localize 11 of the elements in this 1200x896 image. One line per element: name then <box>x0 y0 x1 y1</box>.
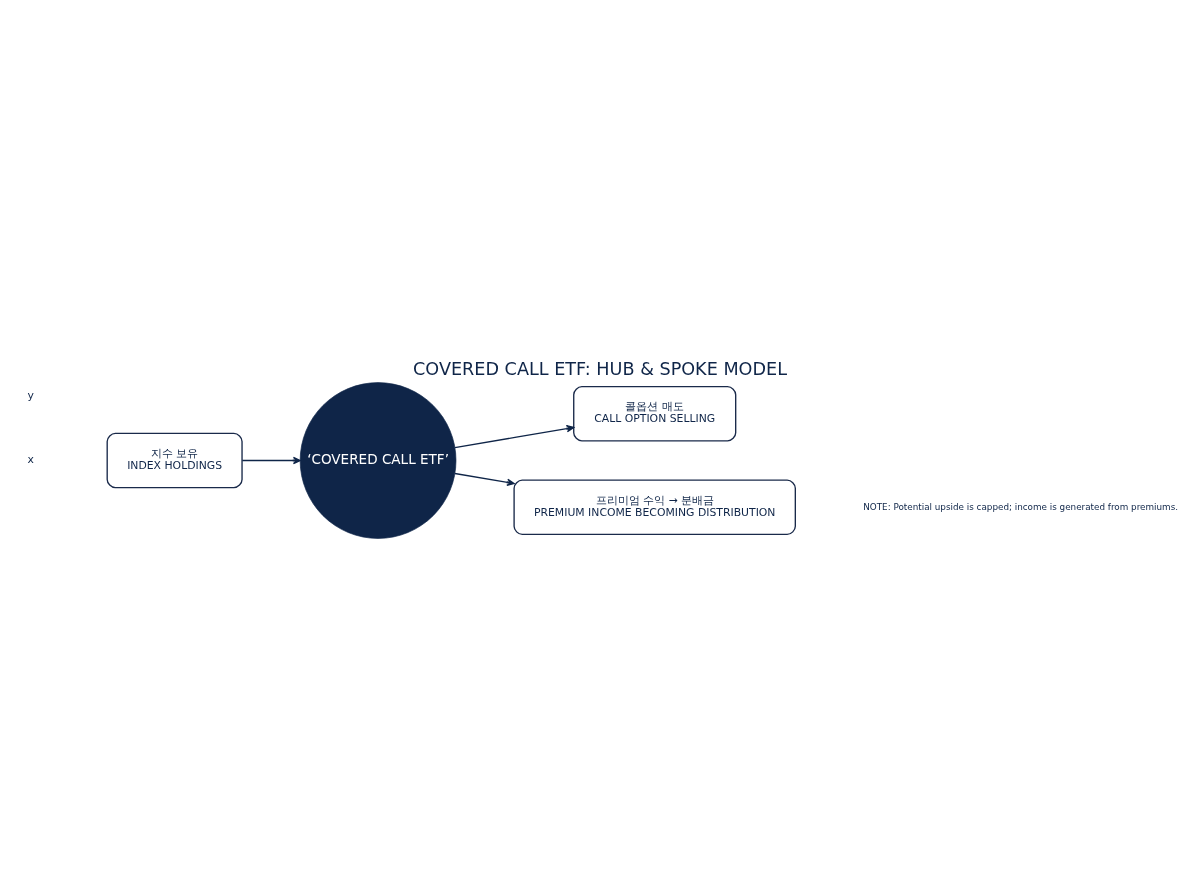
label: y <box>27 389 34 403</box>
label: x <box>27 453 34 467</box>
node-box: 콜옵션 매도 CALL OPTION SELLING <box>573 386 737 442</box>
node-circle: ‘COVERED CALL ETF’ <box>299 382 457 539</box>
caption: NOTE: Potential upside is capped; income is generated from premiums. <box>863 501 1179 512</box>
node-box: 프리미엄 수익 → 분배금 PREMIUM INCOME BECOMING DISTRIBUTION <box>513 479 796 536</box>
node-box: 지수 보유 INDEX HOLDINGS <box>106 432 243 489</box>
diagram-title: COVERED CALL ETF: HUB & SPOKE MODEL <box>413 358 787 379</box>
arrow <box>454 472 515 487</box>
arrow <box>241 456 301 465</box>
arrow <box>454 424 575 449</box>
